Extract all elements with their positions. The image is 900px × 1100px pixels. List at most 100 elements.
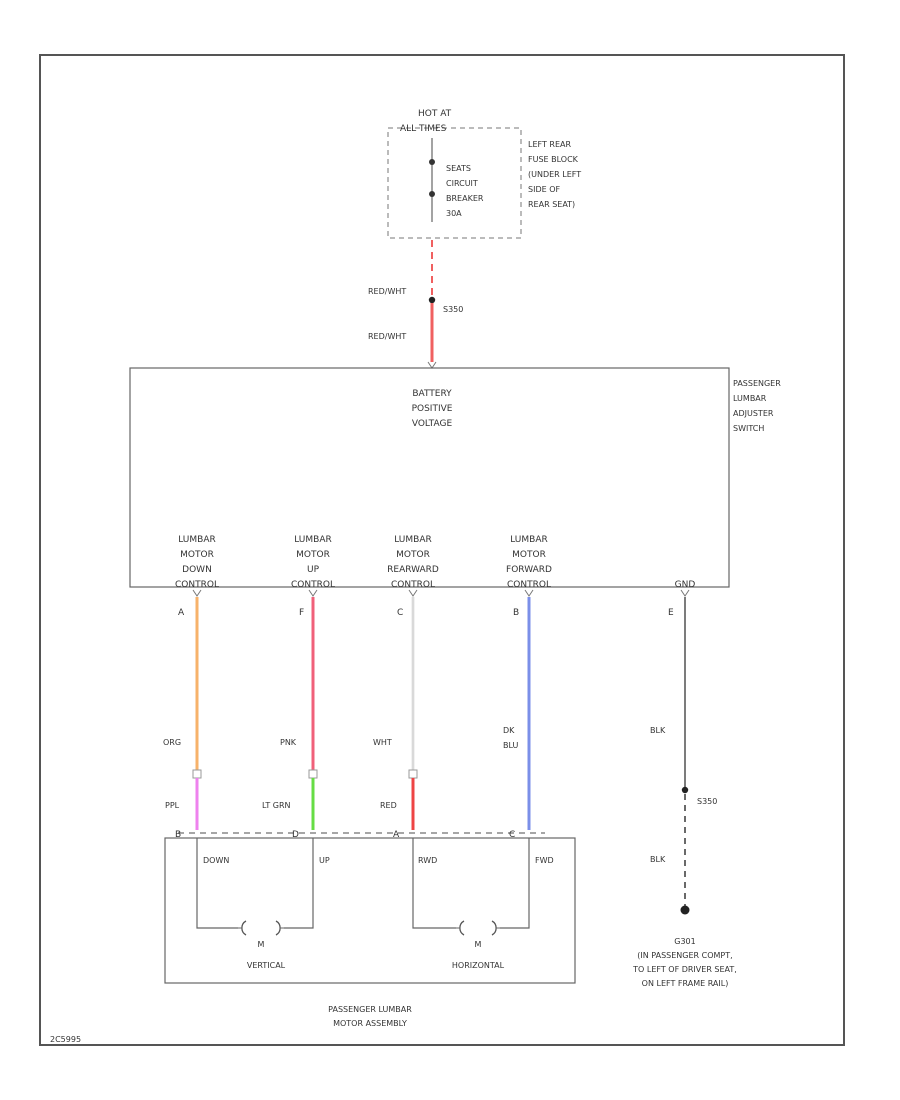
motor-down-label: DOWN: [203, 856, 229, 865]
ctrl-up-3: UP: [307, 565, 320, 575]
breaker-label-3: BREAKER: [446, 194, 484, 203]
breaker-label-2: CIRCUIT: [446, 179, 478, 188]
vertical-motor-m: M: [258, 940, 265, 949]
ctrl-fwd-3: FORWARD: [506, 565, 552, 575]
motor-rwd-label: RWD: [418, 856, 437, 865]
ground-wire-label-upper: BLK: [650, 726, 666, 735]
pin-a: A: [178, 608, 185, 618]
conn-b: [524, 589, 534, 597]
wire-label-ltgrn: LT GRN: [262, 801, 291, 810]
diagram-frame: [39, 54, 845, 1046]
mpin-d: D: [292, 830, 299, 840]
switch-name-4: SWITCH: [733, 424, 764, 433]
pin-e: E: [668, 608, 674, 618]
ctrl-up-4: CONTROL: [291, 580, 335, 590]
wire-label-red: RED: [380, 801, 397, 810]
gnd-label: GND: [675, 580, 696, 590]
conn-f: [308, 589, 318, 597]
hot-at-label: HOT AT: [418, 109, 452, 119]
ground-splice-label: S350: [697, 797, 717, 806]
breaker-label-4: 30A: [446, 209, 462, 218]
vertical-motor-wire-left: [196, 838, 238, 929]
ctrl-rwd-4: CONTROL: [391, 580, 435, 590]
ctrl-rwd-1: LUMBAR: [394, 535, 432, 545]
feed-wire-label-upper: RED/WHT: [368, 287, 406, 296]
bpv-label-3: VOLTAGE: [412, 419, 453, 429]
bpv-label: BATTERY: [412, 389, 452, 399]
pin-b: B: [513, 608, 519, 618]
horizontal-label: HORIZONTAL: [452, 961, 505, 970]
wire-label-wht: WHT: [373, 738, 392, 747]
breaker-contact-bottom: [429, 191, 435, 197]
switch-name-3: ADJUSTER: [733, 409, 774, 418]
ctrl-fwd-4: CONTROL: [507, 580, 551, 590]
motor-up-label: UP: [319, 856, 330, 865]
feed-wire-label-lower: RED/WHT: [368, 332, 406, 341]
ctrl-rwd-2: MOTOR: [396, 550, 430, 560]
conn-a: [192, 589, 202, 597]
wire-label-org: ORG: [163, 738, 181, 747]
mpin-a: A: [393, 830, 400, 840]
pin-c: C: [397, 608, 403, 618]
control-labels: LUMBAR MOTOR DOWN CONTROL LUMBAR MOTOR U…: [175, 535, 695, 590]
fuse-location-label-4: SIDE OF: [528, 185, 560, 194]
breaker-contact-top: [429, 159, 435, 165]
vertical-motor-wire-right: [284, 838, 314, 929]
ctrl-down-3: DOWN: [182, 565, 212, 575]
wire-label-dk: DK: [503, 726, 515, 735]
switch-input-connector: [427, 361, 437, 369]
ctrl-down-1: LUMBAR: [178, 535, 216, 545]
breaker-label: SEATS: [446, 164, 471, 173]
switch-name: PASSENGER: [733, 379, 781, 388]
ground-point-g301: [680, 905, 690, 915]
ground-location-label-2: (IN PASSENGER COMPT,: [637, 951, 732, 960]
inline-connector-2: [308, 769, 318, 779]
horizontal-motor-wire-right: [500, 838, 530, 929]
horizontal-motor-m: M: [475, 940, 482, 949]
vertical-motor-right-bracket: [275, 920, 281, 936]
ground-location-label-4: ON LEFT FRAME RAIL): [642, 979, 729, 988]
ground-location-label: G301: [674, 937, 695, 946]
lumbar-switch-box: [129, 367, 730, 588]
horizontal-motor-right-bracket: [491, 920, 497, 936]
ground-wire-label-lower: BLK: [650, 855, 666, 864]
splice-s350-ground: [681, 786, 689, 794]
motor-assembly-box: [164, 837, 576, 984]
wire-label-pnk: PNK: [280, 738, 297, 747]
splice-s350-feed: [428, 296, 436, 304]
fuse-block-box: [387, 127, 522, 239]
vertical-motor-left-bracket: [241, 920, 247, 936]
conn-c: [408, 589, 418, 597]
ctrl-down-2: MOTOR: [180, 550, 214, 560]
fuse-location-label-5: REAR SEAT): [528, 200, 575, 209]
ctrl-up-1: LUMBAR: [294, 535, 332, 545]
ctrl-down-4: CONTROL: [175, 580, 219, 590]
wire-label-blu: BLU: [503, 741, 519, 750]
switch-name-2: LUMBAR: [733, 394, 767, 403]
diagram-code: 2C5995: [50, 1035, 81, 1044]
feed-splice-label: S350: [443, 305, 463, 314]
ctrl-rwd-3: REARWARD: [387, 565, 439, 575]
ctrl-fwd-2: MOTOR: [512, 550, 546, 560]
mpin-c: C: [509, 830, 515, 840]
hot-at-label-2: ALL TIMES: [400, 124, 447, 134]
mpin-b: B: [175, 830, 181, 840]
wire-label-ppl: PPL: [165, 801, 180, 810]
ctrl-up-2: MOTOR: [296, 550, 330, 560]
vertical-label: VERTICAL: [247, 961, 286, 970]
pin-f: F: [299, 608, 304, 618]
inline-connector-1: [192, 769, 202, 779]
motor-assembly-label: PASSENGER LUMBAR: [328, 1005, 412, 1014]
ctrl-fwd-1: LUMBAR: [510, 535, 548, 545]
fuse-location-label-3: (UNDER LEFT: [528, 170, 581, 179]
conn-e: [680, 589, 690, 597]
fuse-location-label: LEFT REAR: [528, 140, 571, 149]
horizontal-motor-left-bracket: [459, 920, 465, 936]
motor-fwd-label: FWD: [535, 856, 554, 865]
inline-connector-3: [408, 769, 418, 779]
fuse-location-label-2: FUSE BLOCK: [528, 155, 579, 164]
horizontal-motor-wire-left: [412, 838, 456, 929]
bpv-label-2: POSITIVE: [412, 404, 453, 414]
motor-assembly-label-2: MOTOR ASSEMBLY: [333, 1019, 407, 1028]
